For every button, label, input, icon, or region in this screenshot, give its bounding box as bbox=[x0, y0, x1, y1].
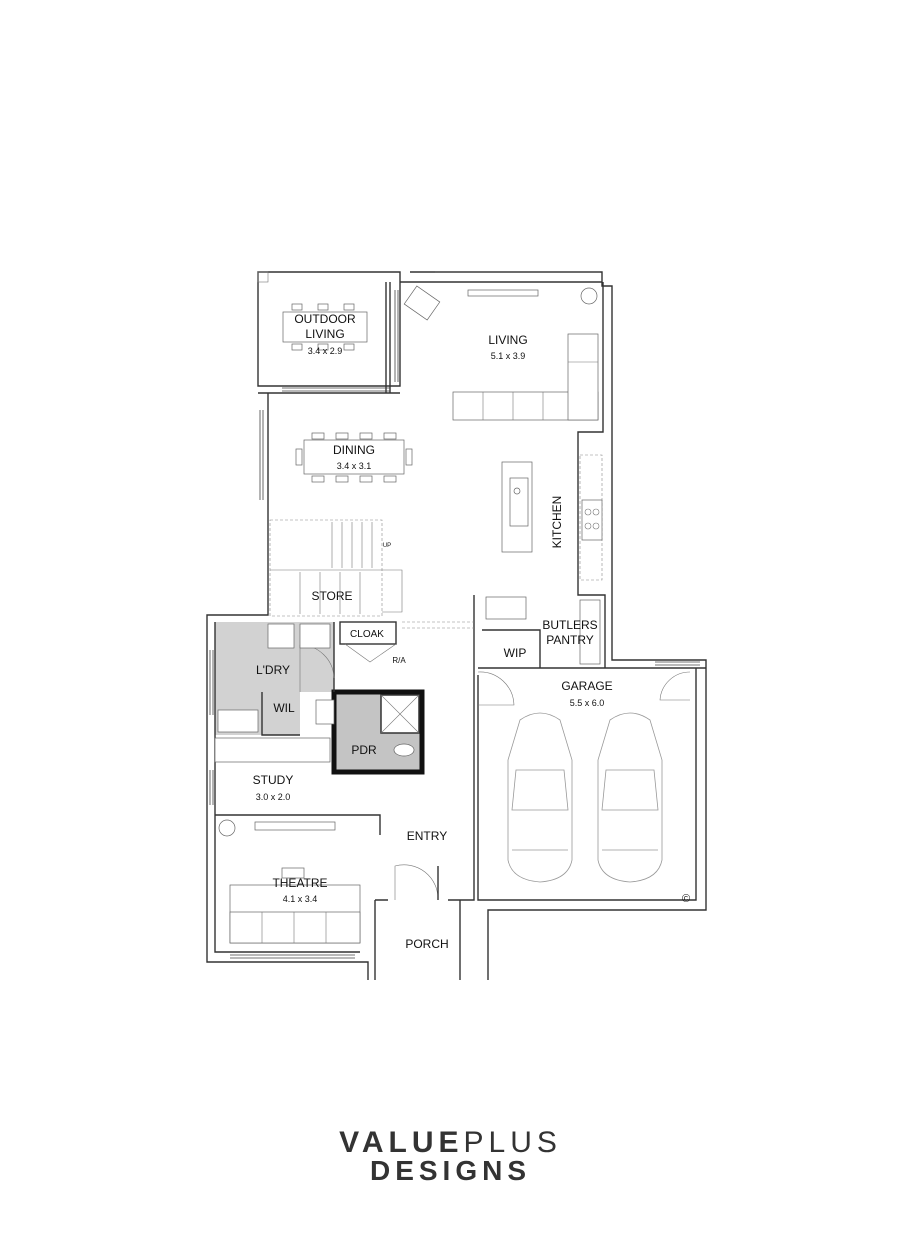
brand-line-1: VALUEPLUS bbox=[0, 1128, 901, 1158]
dining-label: DINING bbox=[333, 443, 375, 457]
up-marker: UP bbox=[383, 543, 391, 549]
car-right bbox=[597, 712, 663, 883]
laundry-cloak-walls bbox=[214, 621, 397, 763]
staircase bbox=[269, 519, 403, 617]
theatre-furniture bbox=[215, 814, 381, 944]
entry-door bbox=[394, 864, 439, 901]
brand-word-2: PLUS bbox=[463, 1126, 562, 1159]
cloak-label: CLOAK bbox=[350, 629, 384, 640]
powder-room-walls bbox=[331, 689, 425, 775]
dining-size: 3.4 x 3.1 bbox=[337, 461, 372, 471]
living-size: 5.1 x 3.9 bbox=[491, 351, 526, 361]
laundry-shaded-area bbox=[215, 622, 334, 735]
brand-line-2: DESIGNS bbox=[369, 1155, 532, 1186]
butlers-pantry-label-2: PANTRY bbox=[546, 633, 594, 647]
study-label: STUDY bbox=[253, 773, 294, 787]
theatre-label: THEATRE bbox=[272, 876, 327, 890]
study-size: 3.0 x 2.0 bbox=[256, 792, 291, 802]
outdoor-dining-table bbox=[282, 303, 368, 351]
brand-word-1: VALUE bbox=[339, 1126, 464, 1159]
theatre-size: 4.1 x 3.4 bbox=[283, 894, 318, 904]
butlers-pantry-label-1: BUTLERS bbox=[542, 618, 597, 632]
pdr-label: PDR bbox=[351, 743, 377, 757]
living-furniture bbox=[403, 285, 599, 421]
dining-table bbox=[295, 432, 413, 483]
porch-label: PORCH bbox=[405, 937, 448, 951]
garage-doors bbox=[477, 671, 691, 706]
wil-label: WIL bbox=[273, 701, 295, 715]
wip-label: WIP bbox=[504, 646, 527, 660]
kitchen-island bbox=[501, 454, 603, 581]
kitchen-label: KITCHEN bbox=[550, 496, 564, 549]
outdoor-living-label-2: LIVING bbox=[305, 327, 344, 341]
copyright-symbol: © bbox=[682, 893, 690, 905]
laundry-label: L'DRY bbox=[256, 663, 290, 677]
outer-walls bbox=[206, 271, 707, 980]
outdoor-living-size: 3.4 x 2.9 bbox=[308, 346, 343, 356]
garage-size: 5.5 x 6.0 bbox=[570, 698, 605, 708]
outdoor-living-label-1: OUTDOOR bbox=[294, 312, 356, 326]
entry-label: ENTRY bbox=[407, 829, 447, 843]
pantry-walls bbox=[402, 595, 601, 668]
toilet bbox=[393, 743, 415, 757]
basin bbox=[315, 699, 335, 725]
garage-label: GARAGE bbox=[561, 679, 612, 693]
car-left bbox=[507, 712, 573, 883]
ra-label: R/A bbox=[392, 656, 406, 665]
living-label: LIVING bbox=[488, 333, 527, 347]
windows bbox=[209, 271, 700, 959]
store-label: STORE bbox=[311, 589, 352, 603]
